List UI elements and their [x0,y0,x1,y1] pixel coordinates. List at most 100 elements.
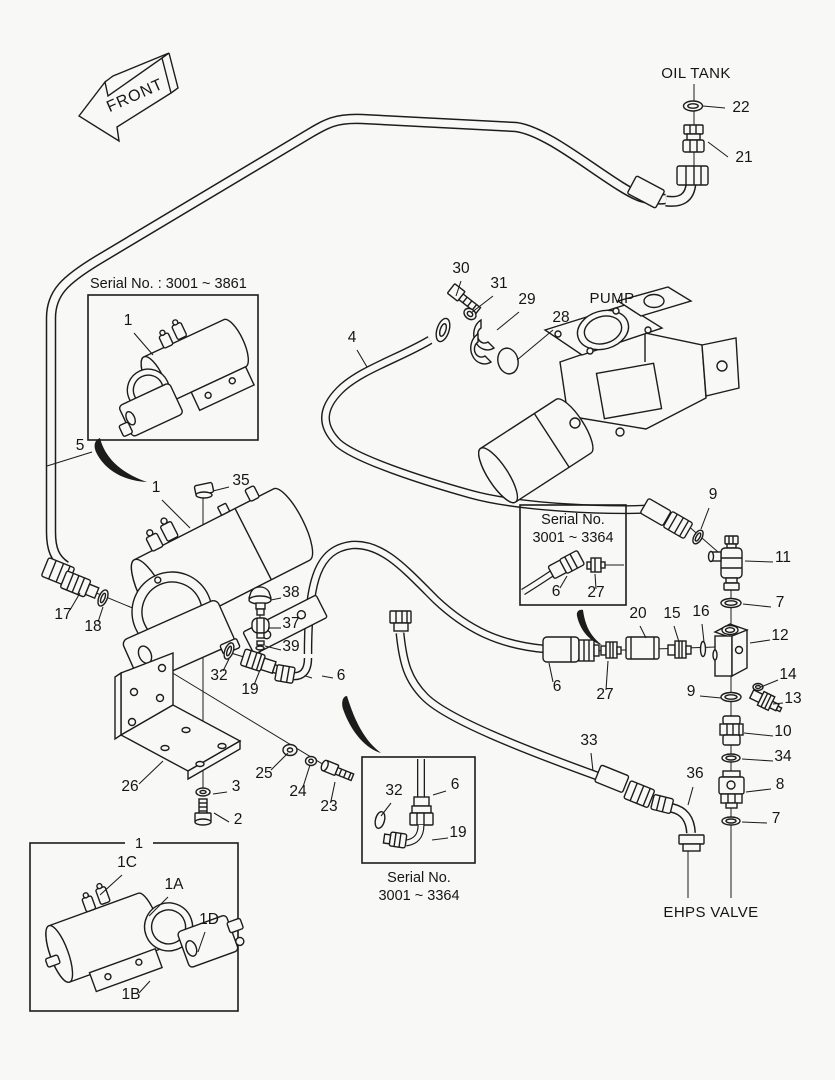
callout-25: 25 [255,765,272,782]
part-7-oring-bottom [721,816,741,826]
callout-21: 21 [735,149,752,166]
callout-1-inset-leader [133,332,154,356]
inset3-caption-line1: Serial No. [387,870,451,886]
bracket-26 [114,651,242,781]
callout-10-leader [743,732,774,737]
callout-16: 16 [692,603,709,620]
callout-36: 36 [686,765,703,782]
callout-7-bottom: 7 [772,810,781,827]
callout-33-leader [590,752,594,772]
callout-1C: 1C [117,854,137,871]
callout-7-bottom-leader [741,821,768,824]
callout-35-leader [212,486,230,492]
callout-9-mid: 9 [687,683,696,700]
part-24-washer [304,755,318,767]
callout-39-leader [264,645,282,651]
callout-29: 29 [518,291,535,308]
middle-chain [542,623,749,678]
inset-serial-3364-mid [519,504,627,606]
part-9-oring-mid [720,691,742,703]
hose-4 [321,317,693,539]
ehps-valve-label: EHPS VALVE [663,904,758,921]
part-2-bolt [194,798,212,826]
callout-3: 3 [232,778,241,795]
callout-2: 2 [234,811,243,828]
callout-8-leader [745,788,772,793]
callout-18: 18 [84,618,101,635]
hose-33-top-fitting [389,610,412,632]
callout-4-leader [356,349,368,368]
reference-arrows [94,438,602,753]
part-6-mid-fitting [542,636,600,663]
callout-1-inset: 1 [124,312,133,329]
left-fittings [41,557,109,607]
part-3-washer [195,787,211,797]
callout-1B: 1B [122,986,141,1003]
callout-32: 32 [210,667,227,684]
callout-5: 5 [76,437,85,454]
callout-7-top-leader [742,603,772,608]
hose-4-flange-end [435,317,451,343]
callout-12: 12 [771,627,788,644]
callout-32-leader [222,658,230,672]
callout-28: 28 [552,309,569,326]
callout-24: 24 [289,783,307,800]
part-7-oring-top [720,597,742,609]
callout-11-leader [744,560,774,563]
part-32-oring [223,642,235,660]
callout-10: 10 [774,723,792,740]
callout-38-leader [270,597,282,601]
pump-assembly [478,286,740,504]
callout-17-leader [69,592,81,611]
callout-34-leader [741,758,774,762]
callout-23: 23 [320,798,337,815]
callout-15: 15 [663,605,680,622]
callout-15-leader [673,625,680,643]
callout-9-top: 9 [709,486,718,503]
callout-26-leader [138,760,164,785]
inset-serial-3861 [87,294,259,441]
callout-19-inset: 19 [449,824,466,841]
part-15-fitting [667,640,692,659]
inset-serial-3364-bottom [361,756,476,864]
part-14-oring [752,682,764,692]
part-22-oring [682,100,704,112]
inset-variants [29,836,245,1012]
callout-2-leader [213,812,230,823]
callout-6-inset-mid-leader [559,575,568,589]
part-21-fitting [682,124,705,153]
callout-17: 17 [54,606,71,623]
callout-28-leader [516,329,554,361]
inset1-caption: Serial No. : 3001 ~ 3861 [90,276,247,292]
callout-21-leader [707,141,729,158]
callout-1D-leader [197,931,206,953]
pump-upper-flange [616,286,693,317]
callout-27-inset-mid-leader [594,573,597,590]
callout-35: 35 [232,472,249,489]
inset2-caption-line2: 3001 ~ 3364 [532,530,613,546]
callout-8: 8 [776,776,785,793]
callout-19-inset-leader [431,837,449,841]
callout-34: 34 [774,748,792,765]
callout-6-mid: 6 [553,678,562,695]
part-16-oring [699,640,707,658]
callout-1D: 1D [199,911,219,928]
part-37-fitting [251,617,270,639]
callout-6-inset-bottom: 6 [451,776,460,793]
part-6-elbow [274,657,313,684]
part-25-washer [282,743,298,757]
front-label: FRONT [104,76,166,116]
part-17-fitting [60,570,100,600]
part-35-nut [193,481,215,499]
callout-4: 4 [348,329,357,346]
part-11-fitting [707,535,743,591]
part-28-oring [497,347,519,375]
arrow-to-inset3 [342,696,381,753]
callout-30: 30 [452,260,470,277]
callout-6-mid-leader [548,662,554,683]
callout-32-inset-leader [380,802,392,817]
inset4-title: 1 [135,836,143,852]
part-38-breather [248,586,272,616]
